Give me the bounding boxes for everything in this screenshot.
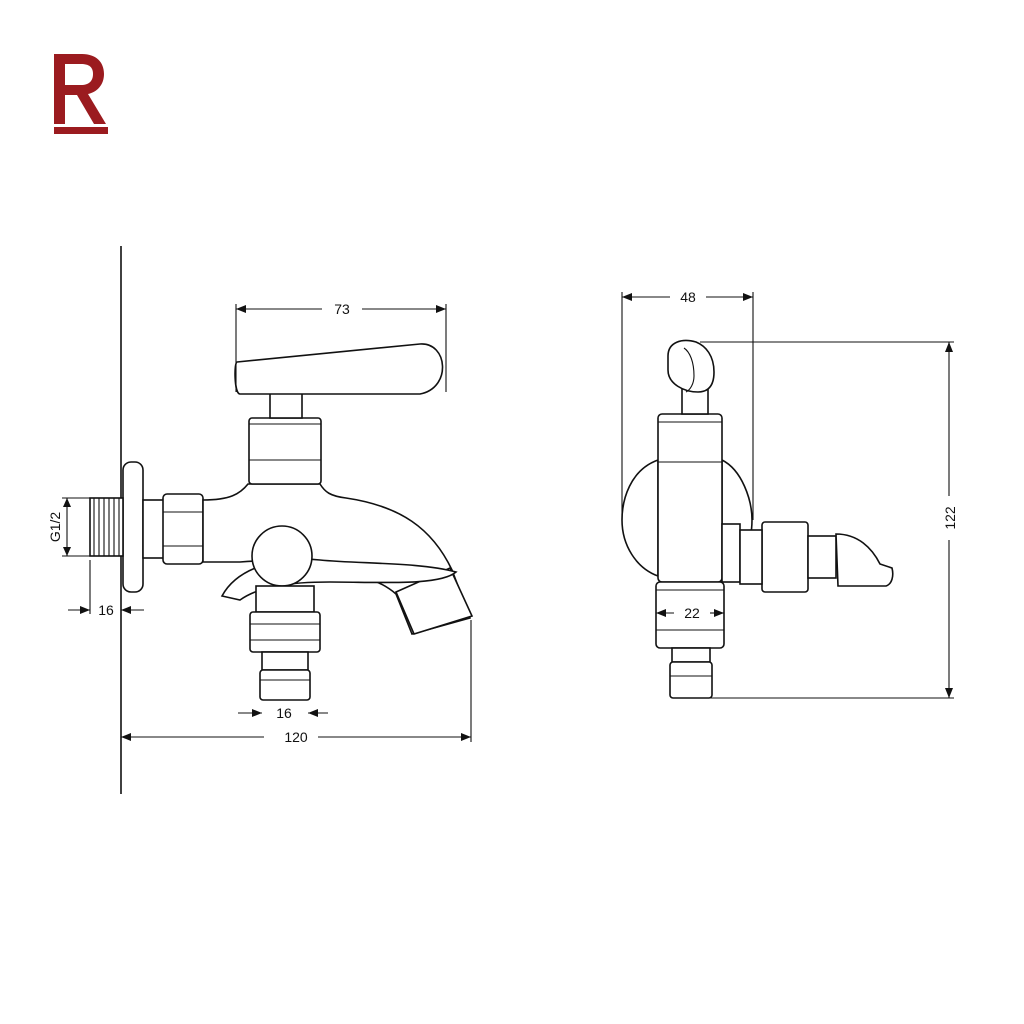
- side-flange: [621, 458, 659, 578]
- dim-73-label: 73: [334, 301, 350, 317]
- dim-122-label: 122: [942, 506, 958, 530]
- wall-flange: [122, 461, 144, 593]
- dim-22-label: 22: [684, 605, 700, 621]
- dim-wall-thread: G1/2: [47, 497, 90, 557]
- side-lower-stem: [807, 535, 837, 579]
- lower-outlet-neck: [255, 585, 315, 613]
- top-lever-handle[interactable]: [234, 343, 444, 395]
- hose-connector: [261, 651, 309, 671]
- side-top-handle[interactable]: [667, 339, 715, 393]
- front-view: [89, 343, 474, 701]
- dim-16-thread-label: 16: [98, 602, 114, 618]
- threaded-inlet: [89, 497, 124, 557]
- inlet-neck: [142, 499, 166, 559]
- dim-outlet-diameter: 22: [656, 605, 724, 621]
- dim-handle-length: 73: [235, 301, 447, 392]
- side-main-body: [657, 413, 723, 583]
- letter-r-logo-icon: [54, 54, 106, 124]
- dim-g12-label: G1/2: [47, 512, 63, 543]
- dim-120-label: 120: [284, 729, 308, 745]
- dim-48-label: 48: [680, 289, 696, 305]
- upper-stem: [269, 391, 303, 419]
- dim-total-height: 122: [700, 341, 958, 699]
- side-lower-handle[interactable]: [835, 533, 894, 587]
- dim-total-projection: 120: [121, 620, 472, 745]
- side-lower-nut: [761, 521, 809, 593]
- side-hose-nipple: [669, 661, 713, 699]
- lower-valve-body: [251, 525, 313, 587]
- dim-hose-outlet: 16: [238, 705, 328, 721]
- lower-coupling-nut: [249, 611, 321, 653]
- dim-side-depth: 48: [621, 289, 754, 520]
- hose-nipple: [259, 669, 311, 701]
- logo-underline: [54, 127, 108, 134]
- dim-16-hose-label: 16: [276, 705, 292, 721]
- side-view: [621, 339, 894, 699]
- side-hose-connector: [671, 647, 711, 663]
- upper-bonnet: [248, 417, 322, 485]
- side-lower-bonnet: [721, 523, 741, 583]
- brand-logo-icon: [54, 54, 108, 134]
- dim-thread-depth: 16: [68, 560, 144, 618]
- hex-nut: [162, 493, 204, 565]
